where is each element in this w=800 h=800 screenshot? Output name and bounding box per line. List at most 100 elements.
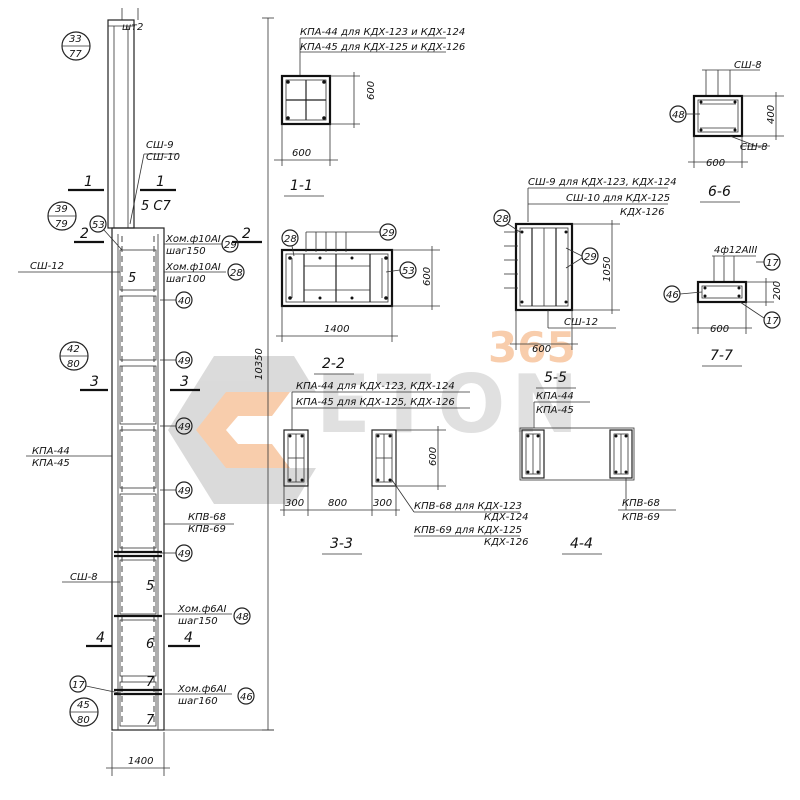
svg-text:49: 49 bbox=[178, 549, 191, 560]
column-elevation: шт2 5 6 7 7 5 5 С7 33 77 bbox=[18, 8, 274, 776]
s7-pos-top: 17 bbox=[763, 253, 781, 271]
panel-mark-top-5: 5 bbox=[128, 271, 136, 286]
top-mark: шт2 bbox=[122, 22, 143, 33]
s4-side2: КПВ-69 bbox=[622, 512, 660, 523]
s3-note1: КПА-44 для КДХ-123, КДХ-124 bbox=[296, 381, 455, 392]
watermark-number: 365 bbox=[488, 323, 576, 372]
pos-17-bubble: 17 bbox=[69, 675, 125, 695]
pos-29-bubble: 29 bbox=[221, 235, 239, 253]
svg-text:46: 46 bbox=[666, 290, 679, 301]
height-dim: 10350 bbox=[254, 348, 265, 380]
clamp4-line2: шаг160 bbox=[178, 696, 218, 707]
s5-note2b: КДХ-126 bbox=[620, 207, 664, 218]
sheet-ref-1: 33 77 bbox=[61, 31, 91, 61]
s5-title: 5-5 bbox=[544, 370, 567, 386]
s4-side1: КПВ-68 bbox=[622, 498, 660, 509]
mesh-8-label: СШ-8 bbox=[70, 572, 98, 583]
mesh-top-1: СШ-9 bbox=[146, 140, 174, 151]
svg-text:42: 42 bbox=[67, 344, 80, 355]
clamp1-line1: Хом.ф10АI bbox=[165, 234, 221, 245]
s2-pos-c: 53 bbox=[385, 261, 417, 279]
label-5c7: 5 С7 bbox=[141, 199, 171, 214]
s7-pos-left: 46 bbox=[663, 285, 703, 303]
s7-dim-h: 200 bbox=[772, 281, 783, 300]
cage-main-2: КПА-45 bbox=[32, 458, 70, 469]
svg-text:28: 28 bbox=[496, 214, 509, 225]
cage-side-1: КПВ-68 bbox=[188, 512, 226, 523]
s2-dim-w: 1400 bbox=[324, 324, 349, 335]
svg-text:39: 39 bbox=[55, 204, 68, 215]
s3-note4b: КДХ-126 bbox=[484, 537, 528, 548]
pos-49-bubble-c: 49 bbox=[160, 481, 193, 499]
s3-title: 3-3 bbox=[330, 536, 353, 552]
clamp2-line2: шаг100 bbox=[166, 274, 206, 285]
pos-46-bubble: 46 bbox=[237, 687, 255, 705]
s4-title: 4-4 bbox=[570, 536, 593, 552]
clamp3-line2: шаг150 bbox=[178, 616, 218, 627]
svg-text:33: 33 bbox=[69, 34, 82, 45]
clamp4-line1: Хом.ф6АI bbox=[177, 684, 226, 695]
s7-bars: 4ф12АIII bbox=[714, 245, 757, 256]
s2-pos-a: 28 bbox=[281, 229, 299, 257]
s5-pos-a: 28 bbox=[493, 209, 521, 233]
s5-note1: СШ-9 для КДХ-123, КДХ-124 bbox=[528, 177, 677, 188]
s5-mesh: СШ-12 bbox=[564, 317, 598, 328]
s5-pos-b: 29 bbox=[565, 247, 599, 269]
pos-48-bubble: 48 bbox=[233, 607, 251, 625]
cut-3-left: 3 bbox=[90, 374, 99, 390]
svg-text:49: 49 bbox=[178, 422, 191, 433]
cut-2-right: 2 bbox=[242, 226, 251, 242]
svg-text:80: 80 bbox=[77, 715, 90, 726]
svg-text:29: 29 bbox=[584, 252, 597, 263]
s3-dim-2: 800 bbox=[328, 498, 347, 509]
pos-53-bubble: 53 bbox=[89, 215, 123, 251]
pos-40-bubble: 40 bbox=[160, 291, 193, 309]
panel-mark-5: 5 bbox=[146, 579, 154, 594]
svg-text:17: 17 bbox=[766, 316, 779, 327]
s4-cage2: КПА-45 bbox=[536, 405, 574, 416]
s4-cage1: КПА-44 bbox=[536, 391, 574, 402]
clamp3-line1: Хом.ф6АI bbox=[177, 604, 226, 615]
s7-pos-bottom: 17 bbox=[763, 311, 781, 329]
cut-1-left: 1 bbox=[84, 174, 93, 190]
section-1-1: КПА-44 для КДХ-123 и КДХ-124 КПА-45 для … bbox=[274, 27, 465, 197]
svg-text:49: 49 bbox=[178, 356, 191, 367]
s2-pos-b: 29 bbox=[379, 223, 397, 241]
s1-note1: КПА-44 для КДХ-123 и КДХ-124 bbox=[300, 27, 465, 38]
pos-49-bubble-d: 49 bbox=[160, 544, 193, 562]
s6-mesh-bottom: СШ-8 bbox=[740, 142, 768, 153]
cut-1-right: 1 bbox=[156, 174, 165, 190]
s3-note2: КПА-45 для КДХ-125, КДХ-126 bbox=[296, 397, 455, 408]
mesh-top-2: СШ-10 bbox=[146, 152, 180, 163]
sheet-ref-3: 42 80 bbox=[59, 341, 89, 371]
svg-text:17: 17 bbox=[72, 680, 85, 691]
panel-mark-7a: 7 bbox=[146, 675, 155, 690]
svg-text:79: 79 bbox=[55, 219, 68, 230]
s6-dim-h: 400 bbox=[766, 105, 777, 124]
s2-dim-h: 600 bbox=[422, 267, 433, 286]
svg-text:29: 29 bbox=[224, 240, 237, 251]
cage-side-2: КПВ-69 bbox=[188, 524, 226, 535]
s1-dim-h: 600 bbox=[366, 81, 377, 100]
sheet-ref-4: 45 80 bbox=[69, 697, 99, 727]
section-4-4: КПА-44 КПА-45 КПВ-68 КПВ-69 4-4 bbox=[519, 391, 676, 555]
s3-note3b: КДХ-124 bbox=[484, 512, 528, 523]
cut-4-left: 4 bbox=[96, 630, 105, 646]
clamp1-line2: шаг150 bbox=[166, 246, 206, 257]
svg-text:48: 48 bbox=[672, 110, 685, 121]
watermark-word: ETON bbox=[316, 358, 584, 451]
panel-mark-7b: 7 bbox=[146, 713, 155, 728]
s7-dim-w: 600 bbox=[710, 324, 729, 335]
s5-dim-h: 1050 bbox=[602, 257, 613, 282]
s5-dim-w: 600 bbox=[532, 344, 551, 355]
mesh-12-label: СШ-12 bbox=[30, 261, 64, 272]
svg-text:17: 17 bbox=[766, 258, 779, 269]
svg-text:49: 49 bbox=[178, 486, 191, 497]
svg-text:80: 80 bbox=[67, 359, 80, 370]
panel-mark-6: 6 bbox=[146, 637, 154, 652]
watermark: 365 ETON bbox=[168, 323, 584, 504]
svg-text:53: 53 bbox=[402, 266, 415, 277]
s7-title: 7-7 bbox=[710, 348, 733, 364]
svg-text:28: 28 bbox=[284, 234, 297, 245]
s1-note2: КПА-45 для КДХ-125 и КДХ-126 bbox=[300, 42, 465, 53]
